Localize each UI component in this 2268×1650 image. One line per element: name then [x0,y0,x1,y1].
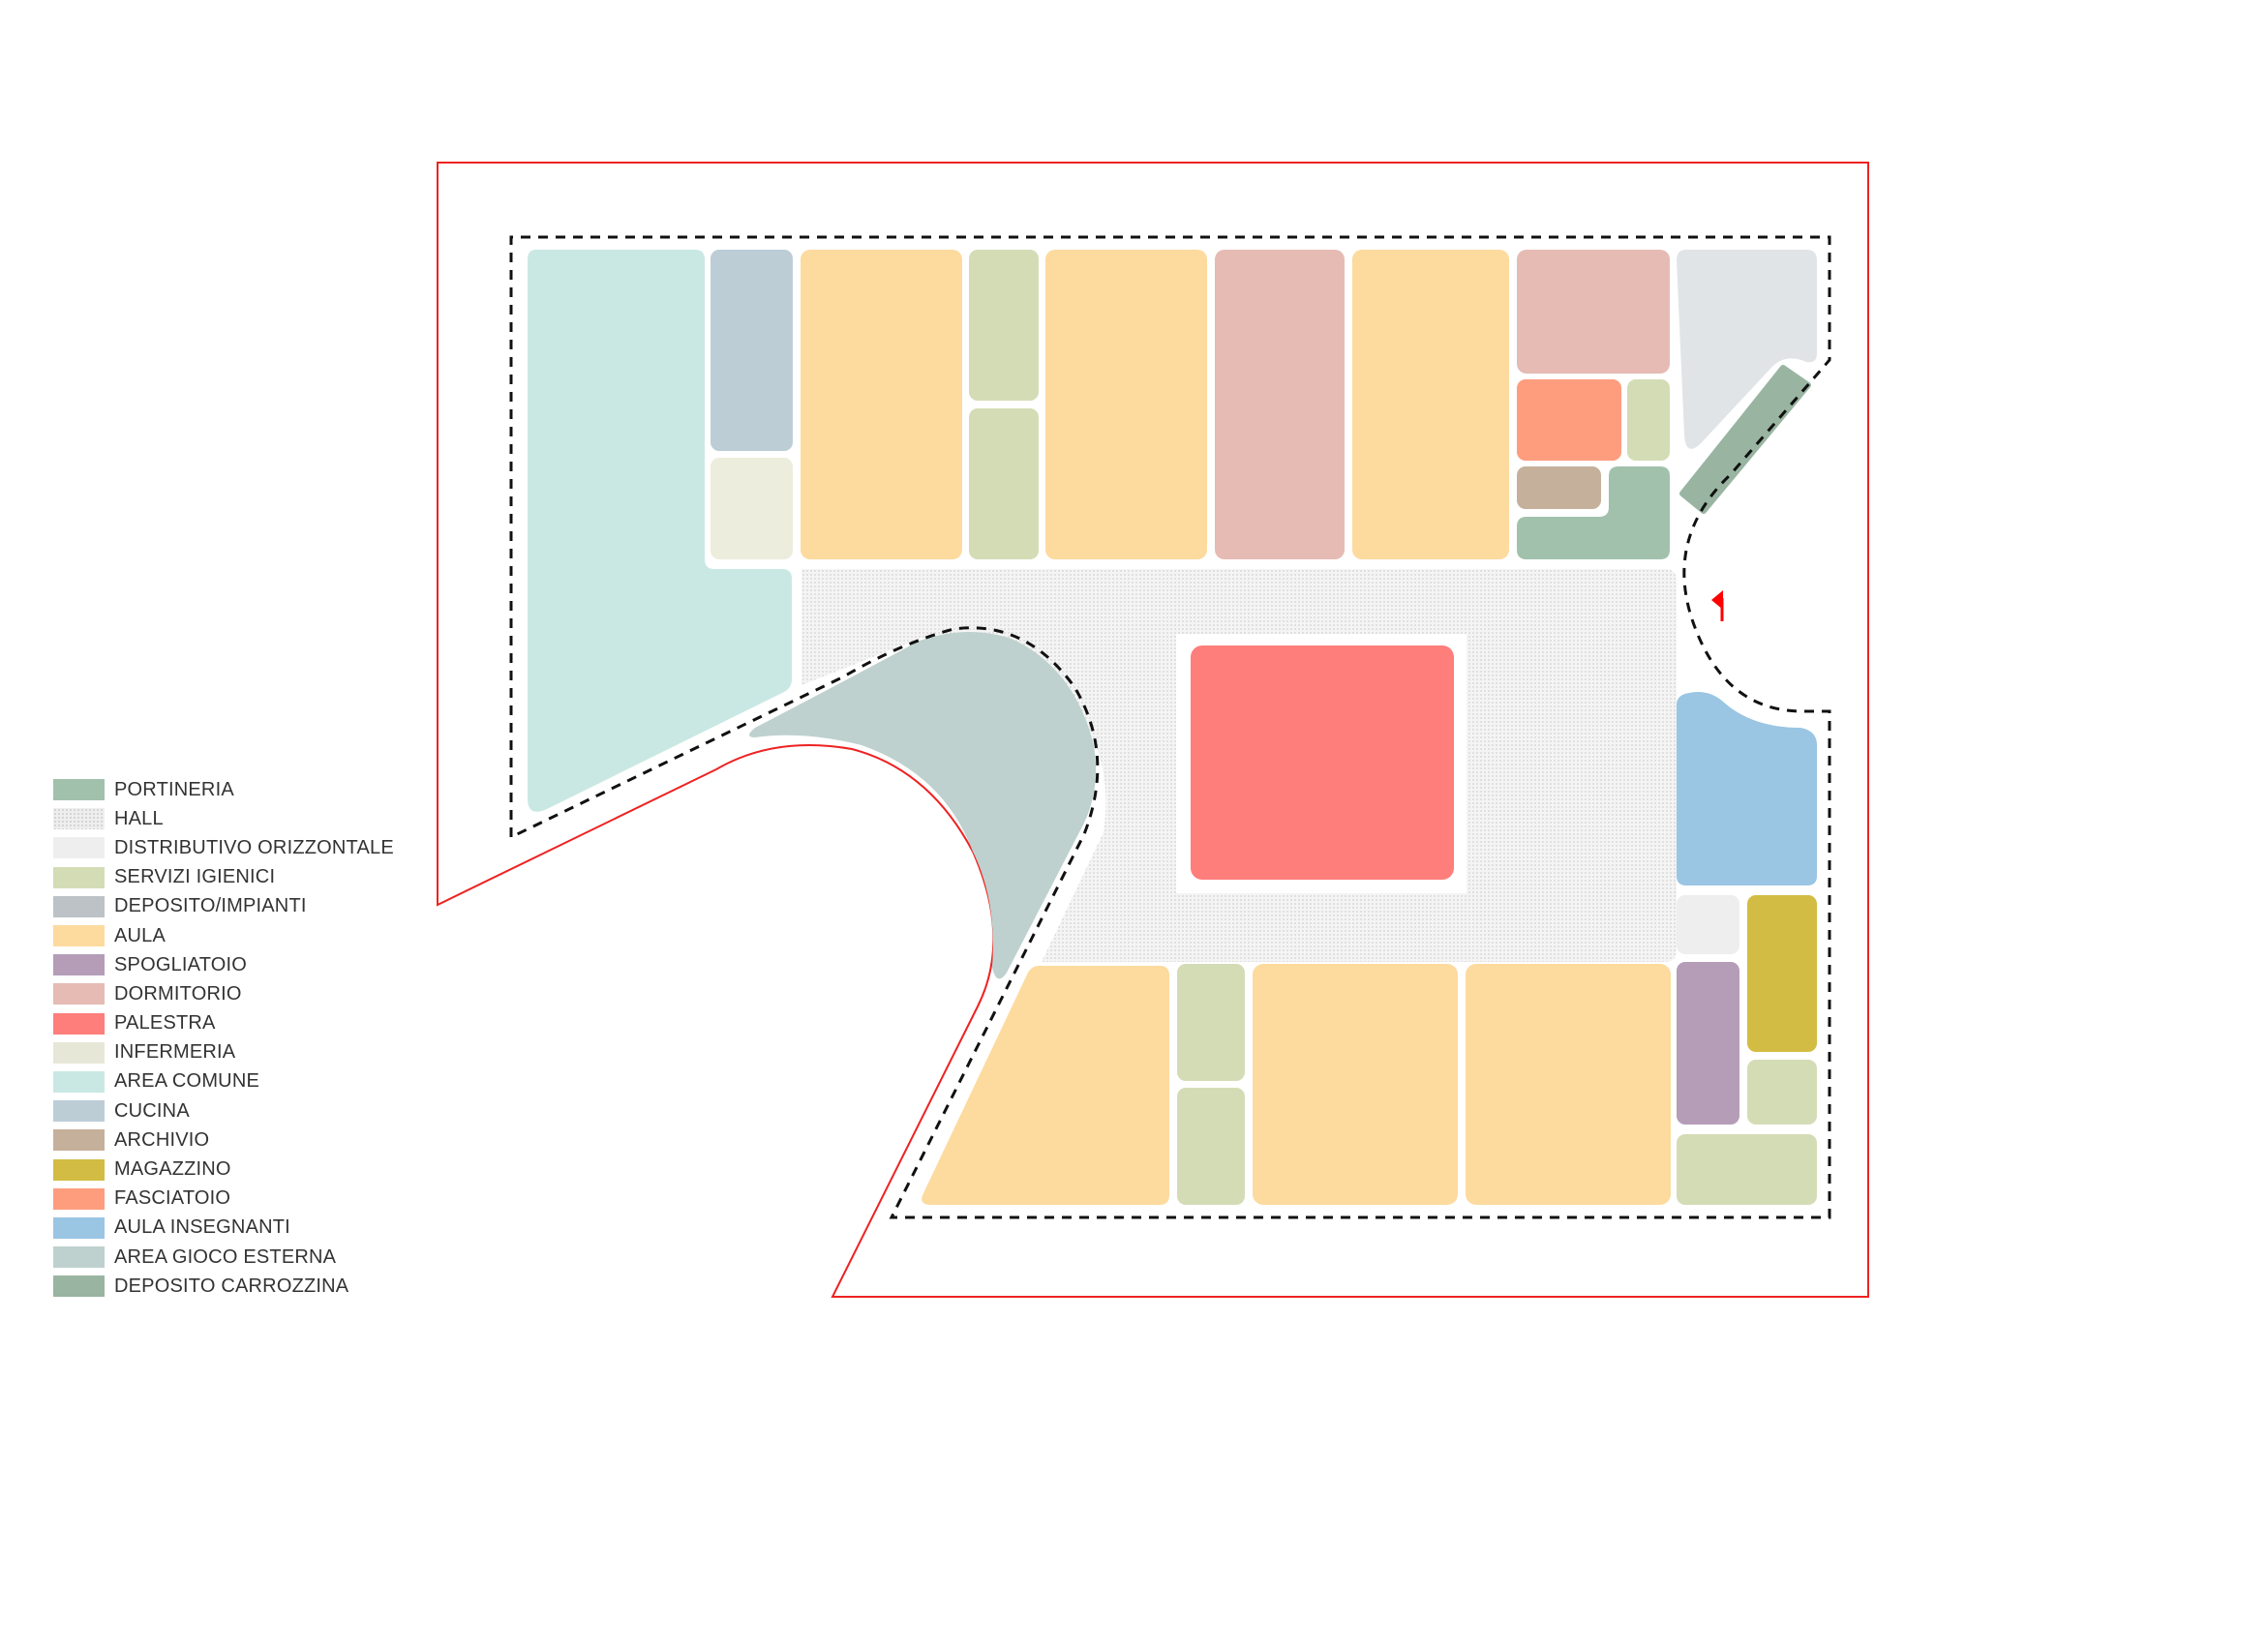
legend-swatch [53,1158,105,1181]
area-gioco-esterna [749,631,1097,979]
legend-item-magazzino: MAGAZZINO [53,1155,394,1184]
legend-item-aula-insegnanti: AULA INSEGNANTI [53,1214,394,1243]
legend-item-dormitorio: DORMITORIO [53,979,394,1008]
legend-item-spogliatoio: SPOGLIATOIO [53,950,394,979]
legend-item-distributivo: DISTRIBUTIVO ORIZZONTALE [53,833,394,862]
room-aula-5 [1253,964,1458,1205]
legend: PORTINERIA HALL DISTRIBUTIVO ORIZZONTALE SE… [53,775,394,1301]
legend-swatch [53,779,105,801]
room-servizi-5 [1677,1134,1817,1205]
room-portineria [1517,466,1670,559]
legend-label: AULA INSEGNANTI [114,1216,290,1239]
room-infermeria [711,458,793,559]
legend-label: AULA [114,924,166,946]
room-deposito-1 [1677,250,1817,449]
site-boundary [437,162,1869,1298]
legend-swatch [53,1216,105,1239]
room-cucina [711,250,793,451]
legend-item-palestra: PALESTRA [53,1009,394,1038]
room-aula-2 [1045,250,1207,559]
legend-item-hall: HALL [53,804,394,833]
room-servizi-1 [969,250,1039,401]
legend-item-deposito-carrozzina: DEPOSITO CARROZZINA [53,1272,394,1301]
legend-label: AREA GIOCO ESTERNA [114,1245,337,1268]
legend-item-aula: AULA [53,921,394,950]
legend-item-archivio: ARCHIVIO [53,1125,394,1155]
room-aula-1 [801,250,962,559]
legend-label: DEPOSITO/IMPIANTI [114,895,307,917]
room-servizi-3 [1627,379,1670,461]
legend-swatch [53,1246,105,1269]
room-distributivo [1677,895,1739,954]
legend-item-fasciatoio: FASCIATOIO [53,1185,394,1214]
legend-item-area-comune: AREA COMUNE [53,1067,394,1096]
room-spogliatoio [1677,962,1739,1125]
legend-label: AREA COMUNE [114,1070,260,1093]
room-aula-insegnanti [1677,692,1817,885]
room-aula-3 [1352,250,1509,559]
room-servizi-6 [1177,964,1245,1081]
legend-swatch [53,1012,105,1035]
legend-label: INFERMERIA [114,1041,236,1064]
room-area-comune [528,250,792,812]
legend-item-area-gioco: AREA GIOCO ESTERNA [53,1243,394,1272]
legend-swatch [53,1129,105,1152]
legend-label: PORTINERIA [114,778,234,800]
room-dormitorio-1 [1215,250,1345,559]
room-fasciatoio [1517,379,1621,461]
room-palestra [1191,645,1454,880]
legend-swatch [53,837,105,859]
legend-item-cucina: CUCINA [53,1096,394,1125]
legend-item-infermeria: INFERMERIA [53,1038,394,1067]
legend-label: HALL [114,807,164,829]
entrance-arrow-icon [1711,590,1723,623]
legend-swatch [53,1070,105,1093]
legend-label: ARCHIVIO [114,1128,210,1151]
legend-swatch [53,925,105,947]
building-outline [509,235,1831,1219]
legend-label: MAGAZZINO [114,1158,231,1181]
legend-swatch [53,866,105,888]
room-aula-6 [1466,964,1671,1205]
room-servizi-4 [1747,1060,1817,1125]
legend-swatch [53,1275,105,1298]
legend-swatch [53,983,105,1005]
room-servizi-2 [969,408,1039,559]
legend-label: DEPOSITO CARROZZINA [114,1275,349,1297]
legend-label: DISTRIBUTIVO ORIZZONTALE [114,836,394,858]
legend-item-portineria: PORTINERIA [53,775,394,804]
room-archivio [1517,466,1601,509]
room-magazzino [1747,895,1817,1052]
legend-swatch [53,1041,105,1064]
room-aula-4 [922,966,1169,1205]
legend-item-deposito: DEPOSITO/IMPIANTI [53,892,394,921]
legend-swatch [53,954,105,976]
legend-label: SERVIZI IGIENICI [114,866,276,888]
legend-label: SPOGLIATOIO [114,953,248,975]
legend-swatch [53,1100,105,1123]
legend-label: CUCINA [114,1099,190,1122]
room-servizi-7 [1177,1088,1245,1205]
legend-label: FASCIATOIO [114,1187,231,1210]
legend-item-servizi: SERVIZI IGIENICI [53,863,394,892]
legend-label: PALESTRA [114,1012,216,1035]
legend-swatch [53,808,105,830]
legend-swatch [53,895,105,917]
room-deposito-carrozzina [1679,365,1811,514]
room-dormitorio-2 [1517,250,1670,374]
legend-label: DORMITORIO [114,982,242,1005]
legend-swatch [53,1187,105,1210]
